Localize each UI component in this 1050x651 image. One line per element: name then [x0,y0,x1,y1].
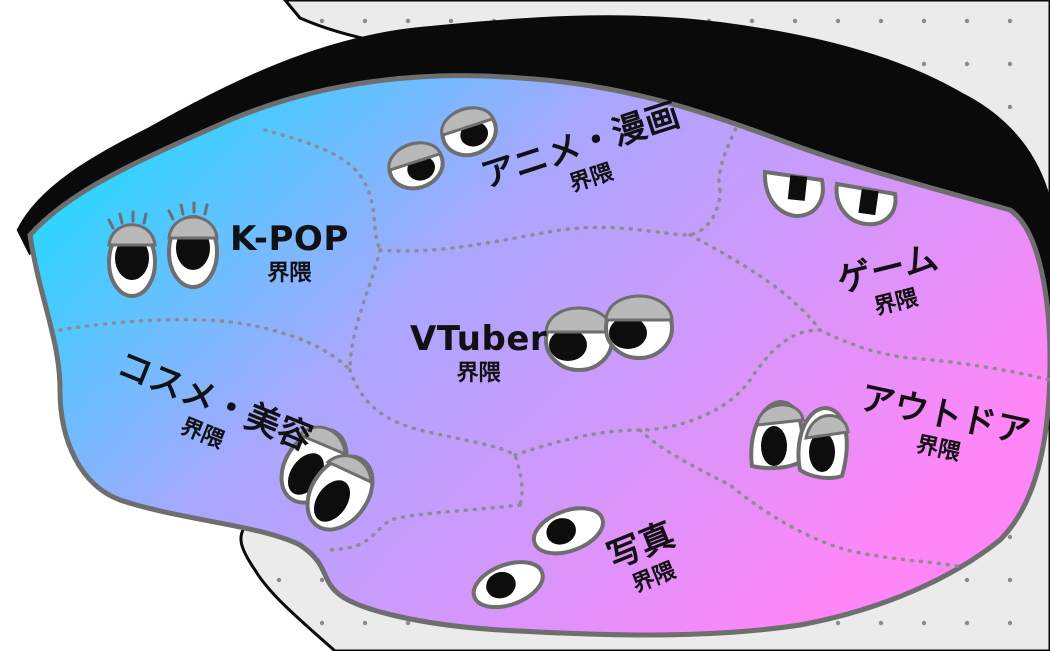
boundary-kpop-cosme [58,317,352,372]
cosme-eyes [279,425,375,532]
boundary-vtuber-cosme [348,368,524,507]
label-vtuber-sub: 界隈 [456,360,501,386]
kpop-eyes [107,201,219,298]
boundary-anime-vtuber [378,188,722,253]
boundary-vtuber-game [688,233,1050,382]
boundary-kpop-vtuber [348,248,382,372]
label-kpop-name: K-POP [230,219,349,259]
label-vtuber: VTuber 界隈 [410,319,548,386]
vtuber-eyes [544,294,674,372]
boundary-kpop-anime [263,128,382,252]
boundary-photo-outdoor [638,428,982,572]
label-kpop-sub: 界隈 [267,260,312,286]
label-kpop: K-POP 界隈 [230,219,349,286]
game-eyes [762,169,898,227]
boundary-vtuber-outdoor [513,328,822,457]
label-vtuber-name: VTuber [410,319,548,359]
boundary-anime-game [717,108,747,192]
anime-eyes [387,106,498,191]
outdoor-eyes [749,399,850,480]
photo-eyes [471,506,605,610]
boundary-cosme-photo [328,503,522,552]
region-boundaries [58,108,1050,572]
